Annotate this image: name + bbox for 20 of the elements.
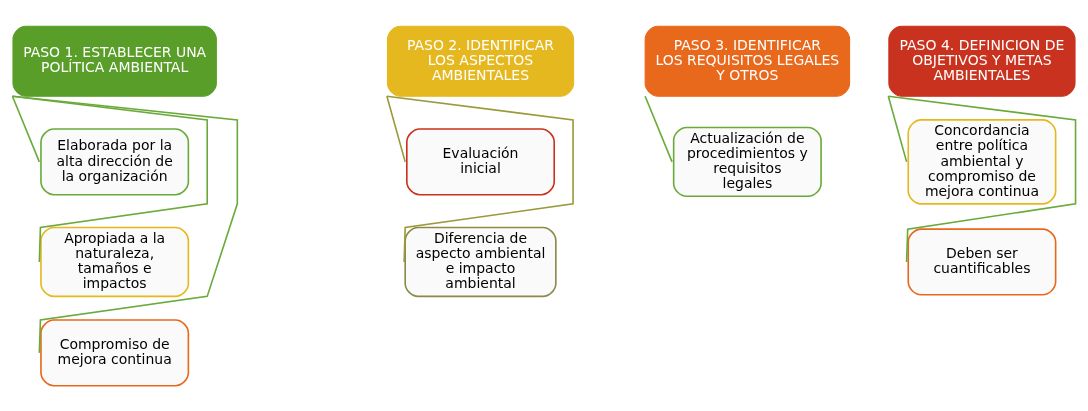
- node-box: PASO 3. IDENTIFICAR LOS REQUISITOS LEGALES Y OTROS: [644, 25, 851, 97]
- node-box: PASO 4. DEFINICION DE OBJETIVOS Y METAS AMBIENTALES: [888, 25, 1076, 97]
- node-box: Deben ser cuantificables: [907, 227, 1057, 296]
- node-box: PASO 1. ESTABLECER UNA POLÍTICA AMBIENTAL: [12, 25, 217, 97]
- node-box: Diferencia de aspecto ambiental e impacto ambiental: [404, 226, 557, 297]
- node-box: Apropiada a la naturaleza, tamaños e impactos: [40, 226, 190, 297]
- node-box: Evaluación inicial: [406, 127, 556, 195]
- node-box: Actualización de procedimientos y requisitos legales: [672, 126, 822, 197]
- connector: [11, 94, 208, 263]
- connector: [11, 94, 41, 163]
- node-box: Elaborada por la alta dirección de la organización: [40, 127, 190, 195]
- connector: [11, 94, 239, 354]
- connector: [386, 94, 406, 163]
- connector: [887, 94, 1077, 263]
- connector: [386, 94, 574, 263]
- connector: [887, 94, 908, 163]
- node-box: Compromiso de mejora continua: [40, 318, 190, 386]
- connector: [644, 94, 673, 163]
- node-box: PASO 2. IDENTIFICAR LOS ASPECTOS AMBIENTALES: [386, 25, 575, 97]
- node-box: Concordancia entre política ambiental y compromiso de mejora continua: [907, 118, 1057, 205]
